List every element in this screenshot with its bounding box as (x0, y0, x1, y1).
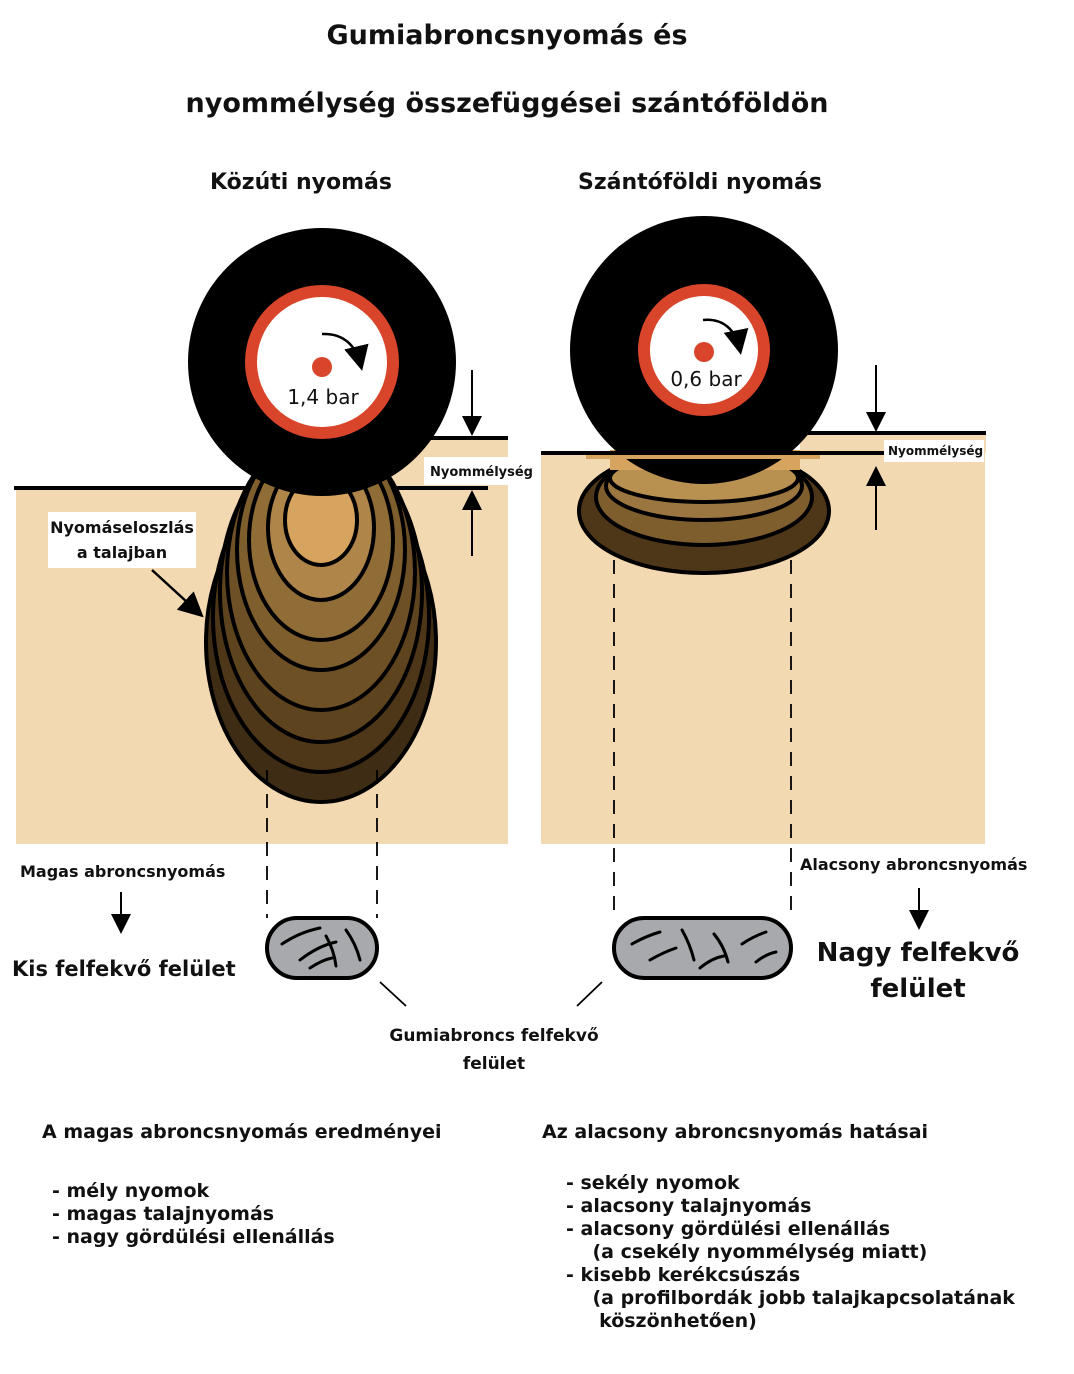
right-depth-label: Nyommélység (888, 444, 983, 458)
list-item: - sekély nyomok (566, 1172, 740, 1194)
footprint-caption-line1: Gumiabroncs felfekvő (389, 1026, 598, 1046)
left-tire: 1,4 bar (188, 228, 456, 496)
diagram-title-line2: nyommélység összefüggései szántóföldön (185, 88, 829, 119)
list-item: (a csekély nyommélység miatt) (566, 1241, 928, 1263)
caption-pointer-left (379, 981, 407, 1007)
low-pressure-effects-list: - sekély nyomok - alacsony talajnyomás -… (566, 1172, 1015, 1333)
right-panel: 0,6 bar Nyommélység (541, 216, 986, 918)
list-item: - nagy gördülési ellenállás (52, 1226, 335, 1248)
left-pressure-value: 1,4 bar (287, 385, 359, 409)
right-projection-lines (613, 560, 792, 918)
right-panel-heading: Szántóföldi nyomás (578, 170, 822, 195)
right-contact-label-line1: Nagy felfekvő (817, 938, 1020, 968)
list-item: - mély nyomok (52, 1180, 210, 1202)
left-tire-pressure-label: Magas abroncsnyomás (20, 862, 225, 881)
diagram-title-line1: Gumiabroncsnyomás és (326, 20, 688, 51)
high-pressure-results-heading: A magas abroncsnyomás eredményei (42, 1121, 441, 1143)
list-item: (a profilbordák jobb talajkapcsolatának (566, 1287, 1015, 1309)
list-item: - alacsony gördülési ellenállás (566, 1218, 891, 1240)
high-pressure-results-list: - mély nyomok - magas talajnyomás - nagy… (52, 1180, 335, 1249)
distribution-label-line2: a talajban (77, 543, 167, 562)
tread-pattern-icon (630, 928, 778, 970)
right-tire: 0,6 bar (570, 216, 838, 484)
left-depth-label: Nyommélység (430, 465, 533, 480)
footprint-caption-line2: felület (463, 1054, 525, 1074)
list-item: - alacsony talajnyomás (566, 1195, 812, 1217)
left-footprint (265, 916, 379, 980)
list-item: - kisebb kerékcsúszás (566, 1264, 801, 1286)
left-projection-lines (266, 770, 378, 918)
left-panel-heading: Közúti nyomás (210, 170, 392, 195)
tread-pattern-icon (280, 926, 362, 970)
right-pressure-value: 0,6 bar (670, 367, 742, 391)
right-footprint (612, 916, 793, 980)
list-item: köszönhetően) (566, 1310, 757, 1332)
rotation-arrow-icon (321, 332, 369, 371)
left-contact-label: Kis felfekvő felület (12, 957, 236, 981)
right-tire-pressure-label: Alacsony abroncsnyomás (800, 855, 1027, 874)
caption-pointer-right (576, 981, 603, 1007)
distribution-pointer-arrow (151, 569, 204, 618)
list-item: - magas talajnyomás (52, 1203, 275, 1225)
rotation-arrow-icon (702, 318, 749, 355)
left-panel: 1,4 bar Nyommélység Nyomáseloszlás a tal… (14, 228, 538, 918)
distribution-label-line1: Nyomáseloszlás (50, 518, 194, 537)
low-pressure-effects-heading: Az alacsony abroncsnyomás hatásai (542, 1121, 928, 1143)
right-contact-label-line2: felület (870, 974, 965, 1004)
